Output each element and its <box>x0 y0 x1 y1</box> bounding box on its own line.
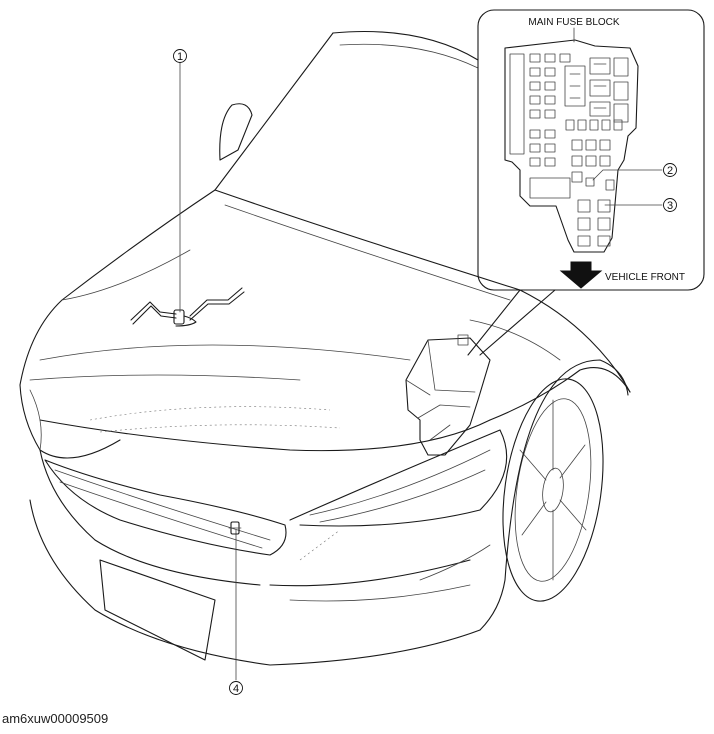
fuse-grid-top <box>529 53 629 123</box>
callout-leaders <box>179 61 663 681</box>
vehicle-front-arrow-icon <box>559 261 603 289</box>
callout-4-number: 4 <box>233 683 239 695</box>
callout-3-number: 3 <box>667 200 673 212</box>
callout-4: 4 <box>229 681 243 695</box>
side-mirror <box>219 103 253 161</box>
vehicle-front-label: VEHICLE FRONT <box>605 272 685 283</box>
fuse-row-middle <box>529 119 623 167</box>
inset-frame <box>467 9 705 356</box>
callout-1: 1 <box>173 49 187 63</box>
fuse-box-on-car <box>405 334 491 456</box>
main-fuse-block-label: MAIN FUSE BLOCK <box>528 17 619 28</box>
callout-3: 3 <box>663 198 677 212</box>
hood-cable-component <box>130 287 245 327</box>
main-fuse-block-detail <box>504 27 639 253</box>
callout-2-number: 2 <box>667 165 673 177</box>
car-body <box>19 31 631 666</box>
hood-latch-switch <box>228 521 242 535</box>
front-wheel <box>502 359 629 602</box>
callout-1-number: 1 <box>177 51 183 63</box>
callout-2: 2 <box>663 163 677 177</box>
figure-id: am6xuw00009509 <box>2 711 109 726</box>
fuse-grid-lower <box>529 139 615 247</box>
